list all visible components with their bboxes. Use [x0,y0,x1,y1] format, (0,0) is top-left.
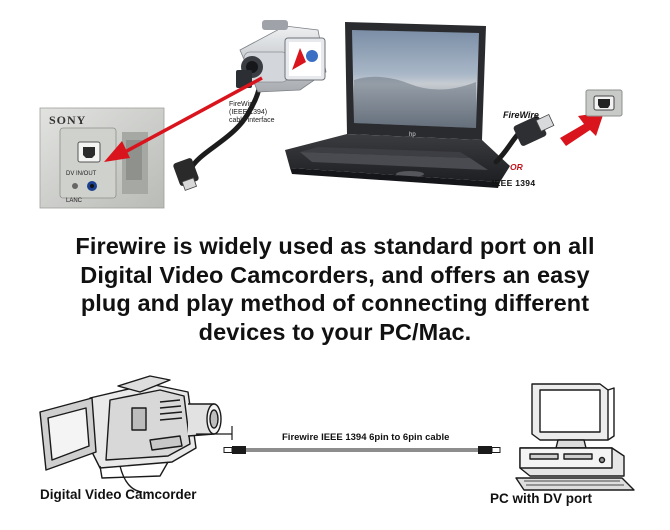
cable-label-1: FireWire [229,101,256,108]
firewire-cable-drawing [196,426,501,454]
right-firewire-label: FireWire [503,110,539,120]
camcorder-caption: Digital Video Camcorder [40,487,197,502]
sony-label: SONY [49,113,86,127]
pc-drawing [515,383,635,491]
firewire-6pin-plug [493,113,555,165]
laptop-photo [285,22,510,188]
laptop-brand: hp [409,132,416,138]
sony-port-panel-photo [39,107,165,209]
port-label: DV IN/OUT [66,171,97,177]
red-arrow-right [560,112,604,146]
headline: Firewire is widely used as standard port… [0,232,670,346]
cable-label-3: cable interface [229,117,275,124]
headline-line-1: Firewire is widely used as standard port… [75,233,595,259]
red-arrow-left [104,76,263,162]
or-label: OR [510,162,524,172]
camcorder-photo [236,20,327,93]
bottom-cable-label: Firewire IEEE 1394 6pin to 6pin cable [282,432,449,443]
headline-line-4: devices to your PC/Mac. [198,318,472,345]
lanc-label: LANC [66,198,83,204]
headline-line-2: Digital Video Camcorders, and offers an … [80,261,590,288]
firewire-socket-photo [585,89,623,117]
camcorder-drawing [39,375,222,493]
headline-line-3: plug and play method of connecting diffe… [80,290,590,316]
cable-label-2: (IEEE 1394) [229,109,267,116]
pc-caption: PC with DV port [490,491,592,506]
ieee-label: IEEE 1394 [492,178,535,188]
